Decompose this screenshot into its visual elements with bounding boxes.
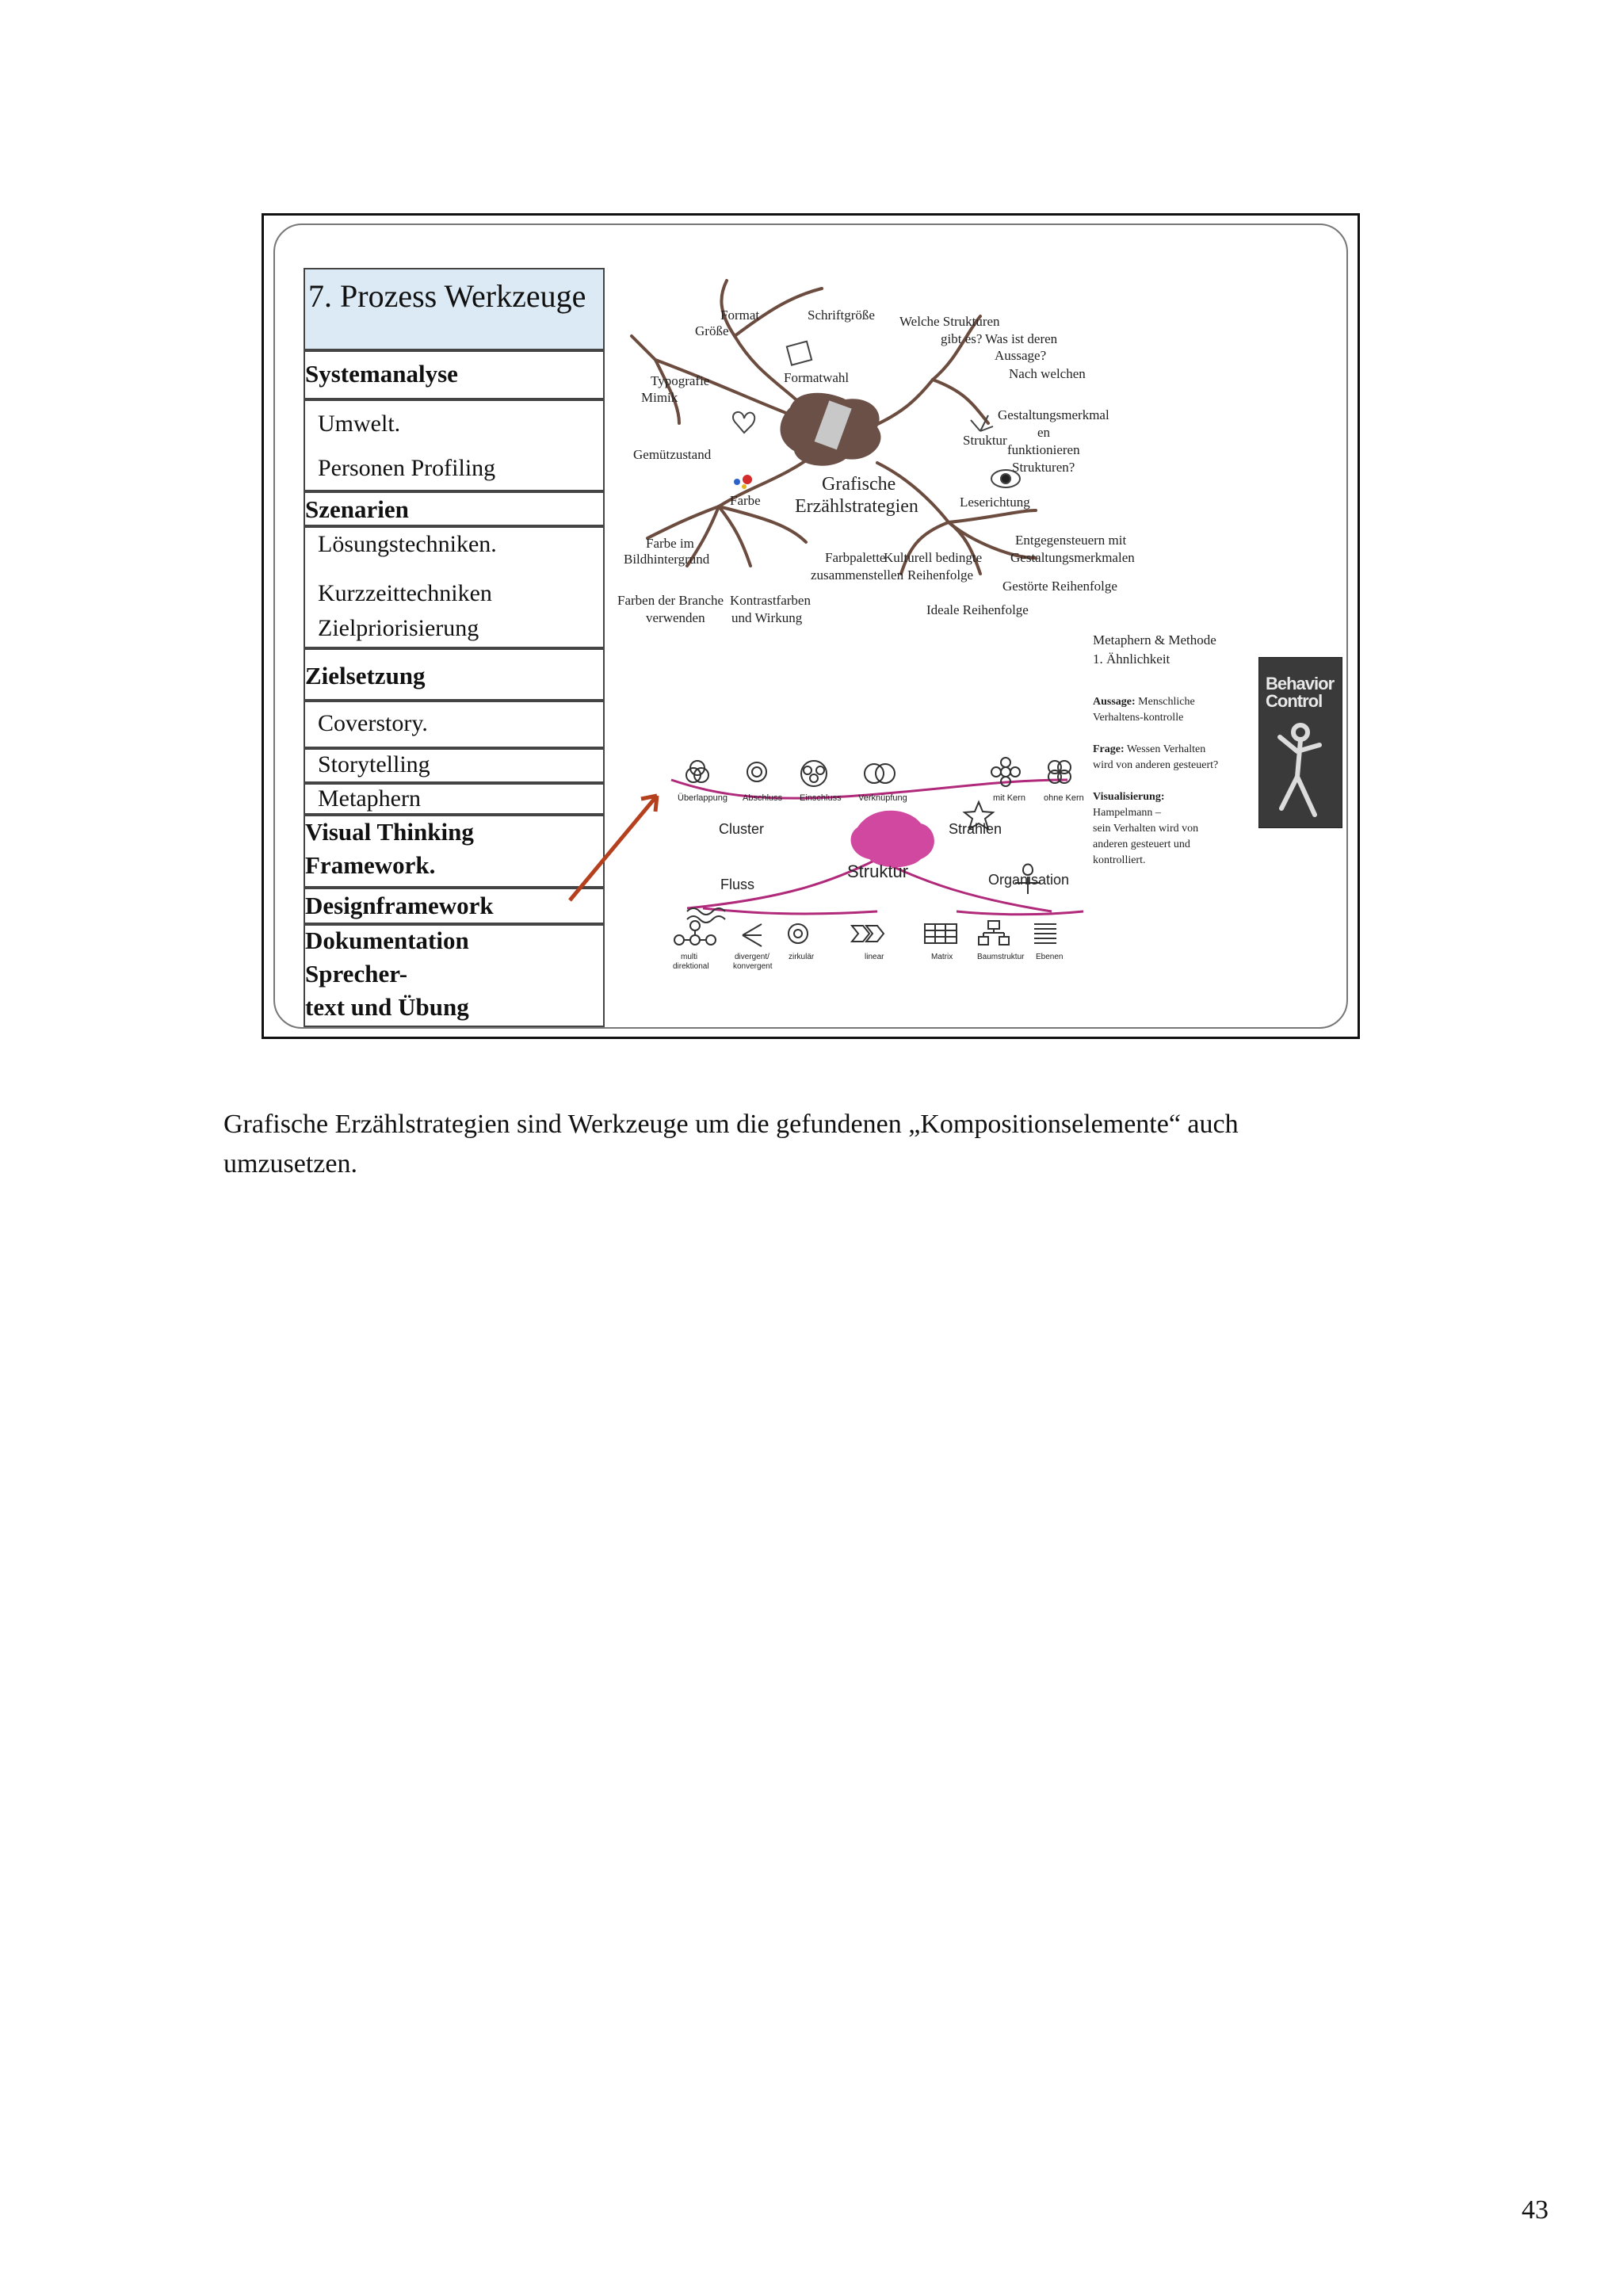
struct-ebenen: Ebenen [1036, 949, 1063, 965]
mm-was-ist-deren: Was ist deren [985, 331, 1057, 347]
metaphor-vis-line-3: anderen gesteuert und [1093, 839, 1190, 850]
struct-abschluss: Abschluss [743, 790, 782, 806]
mm-gemuetszustand: Gemützustand [633, 447, 711, 463]
struct-ueberlappung: Überlappung [678, 790, 727, 806]
struct-einschluss: Einschluss [800, 790, 842, 806]
struct-ohne-kern: ohne Kern [1044, 790, 1084, 806]
mm-leserichtung: Leserichtung [960, 495, 1030, 510]
metaphor-heading: Metaphern & Methode [1093, 632, 1216, 648]
page-number: 43 [1522, 2195, 1549, 2225]
arrow-shaft [570, 796, 657, 900]
flow-icons [674, 921, 1056, 946]
metaphor-frage-text-2: wird von anderen gesteuert? [1093, 759, 1218, 771]
struct-baumstruktur: Baumstruktur [977, 949, 1024, 965]
mm-typografie: Typografie [651, 373, 709, 389]
struct-konvergent: konvergent [733, 959, 772, 975]
mm-en: en [1037, 425, 1050, 441]
mm-ideale: Ideale Reihenfolge [926, 602, 1029, 618]
struct-cluster: Cluster [719, 821, 764, 837]
mm-gestaltungsmerkmal: Gestaltungsmerkmal [998, 407, 1109, 423]
caption-line-1: Grafische Erzählstrategien sind Werkzeug… [223, 1110, 1239, 1139]
mm-bild-2: Bildhintergrund [624, 552, 709, 567]
mm-farbpalette-2: zusammenstellen [811, 567, 903, 583]
metaphor-vis-line-1: Hampelmann – [1093, 807, 1161, 819]
mm-funktionieren: funktionieren [1007, 442, 1080, 458]
slide-image-frame: 7. Prozess Werkzeuge Systemanalyse Umwel… [262, 213, 1360, 1039]
metaphor-vis-label: Visualisierung: [1093, 791, 1165, 803]
slide: 7. Prozess Werkzeuge Systemanalyse Umwel… [273, 223, 1348, 1029]
caption-line-2: umzusetzen. [223, 1149, 357, 1179]
book-title: Behavior Control [1266, 675, 1334, 710]
struct-direktional: direktional [673, 959, 709, 975]
struct-matrix: Matrix [931, 949, 953, 965]
metaphor-aussage-text-2: Verhaltens-kontrolle [1093, 712, 1183, 724]
mm-bild-1: Farbe im [646, 536, 694, 552]
struct-struktur: Struktur [847, 864, 908, 880]
mm-strukturen: Strukturen? [1012, 460, 1075, 476]
mm-format: Format [720, 308, 759, 323]
mm-kulturell-2: Reihenfolge [907, 567, 973, 583]
mm-farbpalette-1: Farbpalette [825, 550, 885, 566]
struct-organisation: Organisation [988, 872, 1069, 888]
mm-center-title-2: Erzählstrategien [795, 496, 918, 517]
metaphor-visualisierung: Visualisierung: Hampelmann – sein Verhal… [1093, 789, 1198, 869]
mm-gestoert: Gestörte Reihenfolge [1002, 579, 1117, 594]
mm-gibt-es: gibt es? [941, 331, 982, 347]
mm-nach-welchen: Nach welchen [1009, 366, 1086, 382]
mm-entgegen-1: Entgegensteuern mit [1015, 533, 1126, 548]
struct-fluss: Fluss [720, 877, 754, 892]
book-cover-image: Behavior Control [1258, 657, 1342, 828]
metaphor-frage: Frage: Wessen Verhalten wird von anderen… [1093, 742, 1218, 774]
mm-farbe: Farbe [730, 493, 761, 509]
struct-zirkulaer: zirkulär [789, 949, 814, 965]
metaphor-aussage-text-1: Menschliche [1138, 696, 1195, 708]
book-title-line-2: Control [1266, 691, 1322, 711]
puppet-figure [1274, 721, 1329, 824]
mm-kontrast-2: und Wirkung [731, 610, 802, 626]
metaphor-frage-label: Frage: [1093, 743, 1125, 755]
metaphor-vis-line-4: kontrolliert. [1093, 854, 1146, 866]
metaphor-subheading: 1. Ähnlichkeit [1093, 651, 1170, 667]
mm-entgegen-2: Gestaltungsmerkmalen [1010, 550, 1135, 566]
mm-center-title-1: Grafische [822, 474, 896, 495]
mm-branche-1: Farben der Branche [617, 593, 724, 609]
color-dot-yellow [742, 484, 747, 489]
struktur-splash [851, 811, 934, 867]
mm-groesse: Größe [695, 323, 728, 339]
mm-branche-2: verwenden [646, 610, 705, 626]
metaphor-frage-text-1: Wessen Verhalten [1127, 743, 1205, 755]
mm-aussage: Aussage? [995, 348, 1046, 364]
metaphor-vis-line-2: sein Verhalten wird von [1093, 823, 1198, 835]
mindmap-graphic [275, 225, 1348, 1029]
mm-schriftgroesse: Schriftgröße [808, 308, 875, 323]
struct-strahlen: Strahlen [949, 821, 1002, 837]
mm-struktur: Struktur [963, 433, 1007, 449]
caption-paragraph: Grafische Erzählstrategien sind Werkzeug… [223, 1105, 1349, 1184]
heart-icon [733, 412, 754, 433]
color-dot-blue [734, 479, 740, 485]
mm-welche-strukturen: Welche Strukturen [899, 314, 1000, 330]
center-splash [781, 393, 881, 466]
struct-linear: linear [865, 949, 884, 965]
struct-verknuepfung: Verknüpfung [858, 790, 907, 806]
mm-mimik: Mimik [641, 390, 678, 406]
metaphor-aussage-label: Aussage: [1093, 696, 1136, 708]
mm-formatwahl: Formatwahl [784, 370, 849, 386]
mm-kulturell-1: Kulturell bedingte [884, 550, 982, 566]
struct-mit-kern: mit Kern [993, 790, 1025, 806]
paper-icon [787, 342, 812, 365]
metaphor-aussage: Aussage: Menschliche Verhaltens-kontroll… [1093, 694, 1195, 726]
mm-kontrast-1: Kontrastfarben [730, 593, 811, 609]
color-dot-red [743, 475, 752, 484]
